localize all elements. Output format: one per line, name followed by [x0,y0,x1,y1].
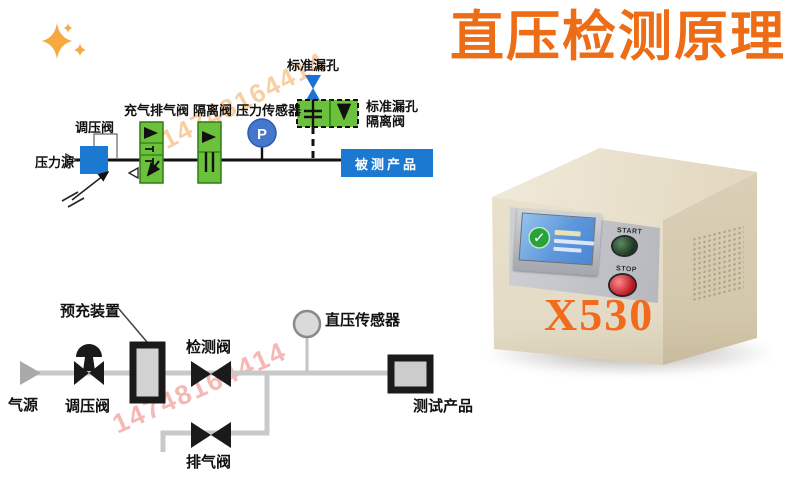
start-button [613,237,636,255]
screen-text-line [554,229,581,237]
vent-holes [692,224,744,304]
device-photo: ✓ START STOP X530 [470,145,795,390]
prefill-device-symbol [129,341,166,404]
screen-text-line [553,246,582,253]
bottom-diagram [20,308,434,452]
detect-valve-symbol [191,361,231,387]
label-direct-pressure-sensor: 直压传感器 [325,313,401,329]
standard-leak-symbol [305,75,321,102]
label-test-product: 测试产品 [413,399,474,415]
pressure-source-symbol [65,152,78,168]
label-prefill-device: 预充装置 [60,304,121,320]
svg-text:P: P [257,126,267,143]
tested-product-box: 被测产品 [341,149,433,177]
label-isolation-valve: 隔离阀 [193,103,233,118]
lcd-bezel: ✓ [512,208,603,276]
label-leak-isolation-line1: 标准漏孔 [366,99,419,114]
label-leak-isolation-valve: 标准漏孔 隔离阀 [366,99,419,130]
test-product-symbol [387,354,434,394]
pressure-sensor-symbol: P [247,118,277,159]
model-number: X530 [544,289,655,340]
check-icon: ✓ [527,225,551,250]
label-air-source: 气源 [8,398,39,414]
regulator-valve-symbol [74,344,104,385]
top-diagram: P [61,75,359,208]
label-charge-exhaust-valve: 充气排气阀 [124,103,190,118]
exhaust-valve-symbol [191,422,231,448]
screen-text-line [553,238,595,246]
air-source-symbol [20,361,41,385]
label-exhaust-valve: 排气阀 [186,455,232,471]
regulator-symbol [80,146,108,174]
exhaust-branch-line [160,373,270,452]
label-standard-leak: 标准漏孔 [287,58,340,73]
label-regulator-top: 调压阀 [75,120,115,135]
direct-pressure-sensor-symbol [292,309,322,339]
label-leak-isolation-line2: 隔离阀 [366,113,406,129]
stop-label: STOP [615,265,638,274]
label-regulator-bottom: 调压阀 [65,399,111,415]
stop-button [610,275,635,295]
label-pressure-source: 压力源 [35,155,75,170]
lcd-screen: ✓ [518,212,596,266]
sparkle-icon [41,22,87,60]
label-detect-valve: 检测阀 [186,340,232,356]
page-title: 直压检测原理 [450,7,786,67]
label-pressure-sensor: 压力传感器 [236,103,302,118]
charge-exhaust-valve-symbol [127,121,164,184]
spring-symbol [61,191,85,208]
leak-isolation-valve-symbol [296,99,359,128]
isolation-valve-symbol [197,121,222,184]
